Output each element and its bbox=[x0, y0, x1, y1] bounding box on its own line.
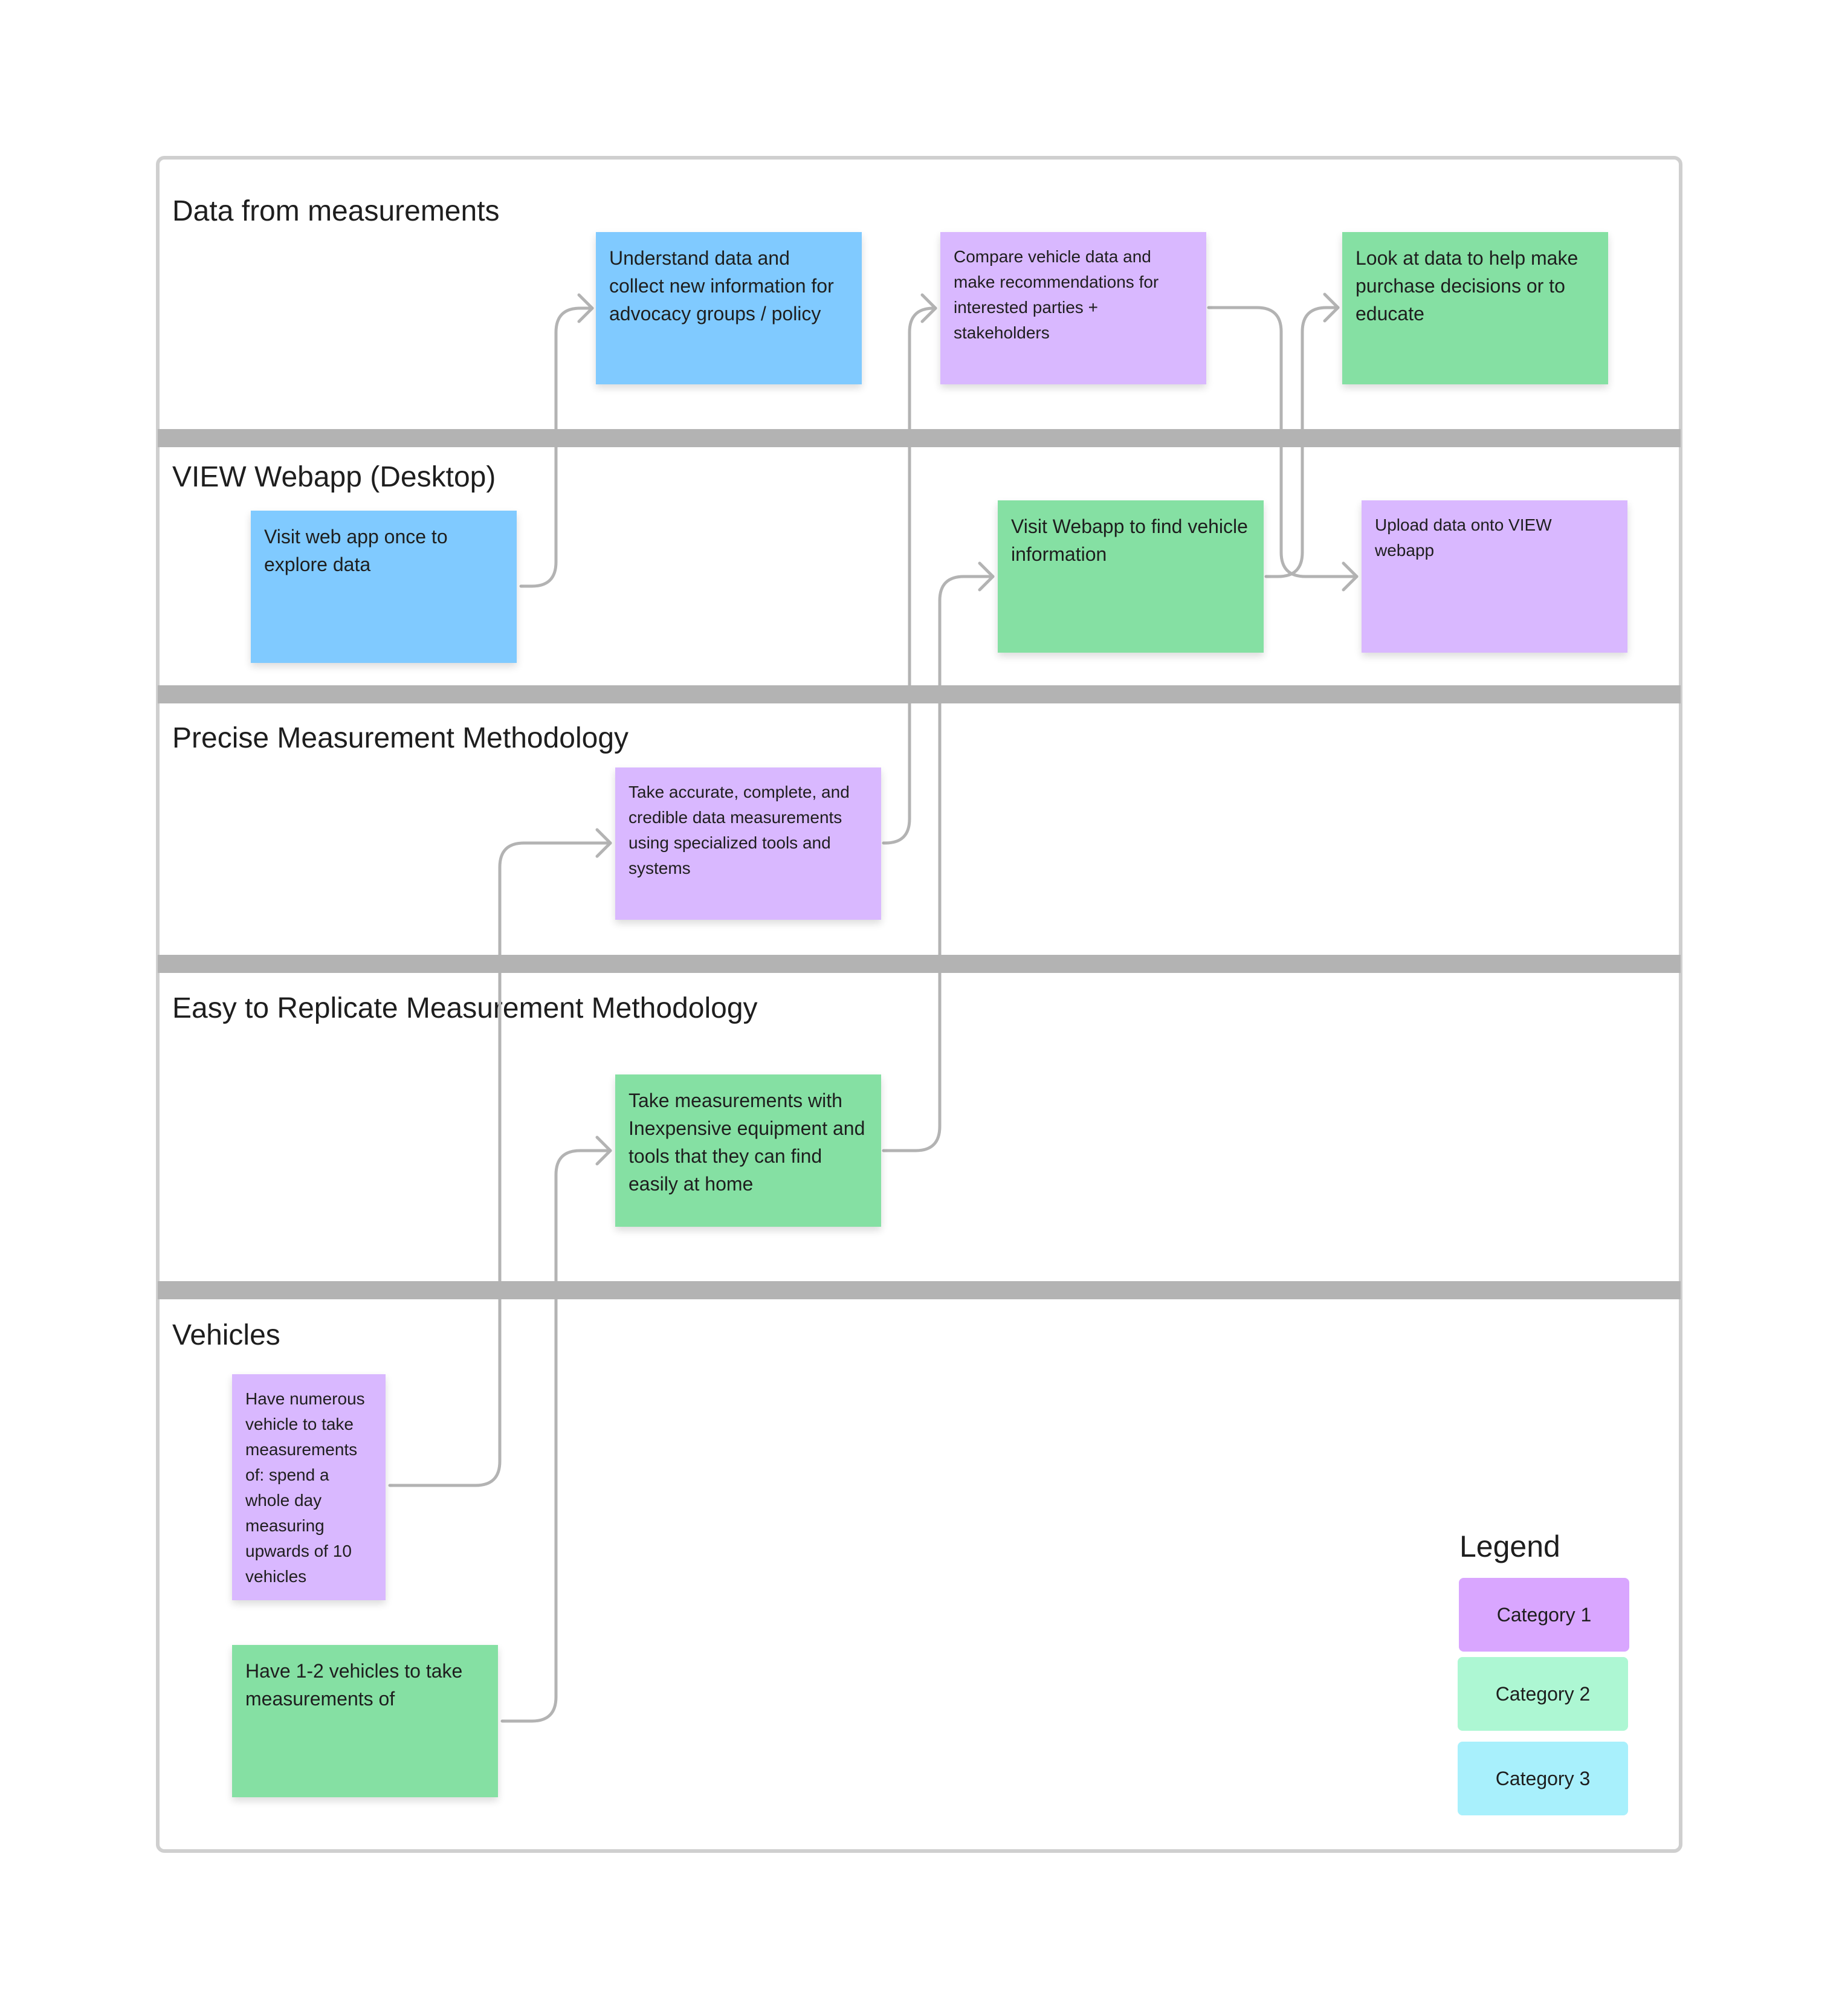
note-visit-webapp-find[interactable]: Visit Webapp to find vehicle information bbox=[998, 500, 1264, 653]
legend-category-2: Category 2 bbox=[1458, 1657, 1628, 1731]
lane-divider bbox=[158, 955, 1681, 973]
lane-title-view-webapp: VIEW Webapp (Desktop) bbox=[172, 461, 496, 493]
lane-divider bbox=[158, 1281, 1681, 1299]
note-upload-data[interactable]: Upload data onto VIEW webapp bbox=[1362, 500, 1627, 653]
arrowhead bbox=[577, 293, 594, 323]
connector-numerous-to-accurate bbox=[388, 841, 612, 1487]
lane-title-precise-measurement: Precise Measurement Methodology bbox=[172, 722, 629, 754]
lane-divider bbox=[158, 685, 1681, 703]
note-take-accurate[interactable]: Take accurate, complete, and credible da… bbox=[615, 767, 881, 920]
arrowhead bbox=[595, 1136, 612, 1166]
lane-title-easy-to-replicate: Easy to Replicate Measurement Methodolog… bbox=[172, 992, 758, 1024]
connector-visit-once-to-understand bbox=[519, 306, 594, 588]
note-understand-data[interactable]: Understand data and collect new informat… bbox=[596, 232, 862, 384]
note-visit-web-app-once[interactable]: Visit web app once to explore data bbox=[251, 511, 517, 663]
legend-title: Legend bbox=[1459, 1530, 1560, 1563]
lane-title-data-from-measurements: Data from measurements bbox=[172, 195, 500, 227]
lane-divider bbox=[158, 429, 1681, 447]
connector-inexpensive-to-visit-find bbox=[882, 575, 995, 1152]
note-numerous-vehicles[interactable]: Have numerous vehicle to take measuremen… bbox=[232, 1374, 386, 1600]
arrowhead bbox=[595, 828, 612, 858]
arrowhead bbox=[978, 561, 995, 592]
arrowhead bbox=[1342, 561, 1359, 592]
connector-visit-find-to-look bbox=[1264, 306, 1340, 578]
note-look-at-data[interactable]: Look at data to help make purchase decis… bbox=[1342, 232, 1608, 384]
note-compare-vehicle-data[interactable]: Compare vehicle data and make recommenda… bbox=[940, 232, 1206, 384]
connector-one-two-to-inexpensive bbox=[500, 1149, 612, 1723]
connector-accurate-to-compare bbox=[882, 306, 937, 845]
connector-compare-to-upload bbox=[1207, 306, 1359, 578]
note-one-two-vehicles[interactable]: Have 1-2 vehicles to take measurements o… bbox=[232, 1645, 498, 1797]
note-take-inexpensive[interactable]: Take measurements with Inexpensive equip… bbox=[615, 1074, 881, 1227]
lane-title-vehicles: Vehicles bbox=[172, 1319, 280, 1351]
legend-category-1: Category 1 bbox=[1459, 1578, 1629, 1652]
legend-category-3: Category 3 bbox=[1458, 1742, 1628, 1815]
arrowhead bbox=[1323, 292, 1340, 323]
arrowhead bbox=[920, 293, 937, 323]
